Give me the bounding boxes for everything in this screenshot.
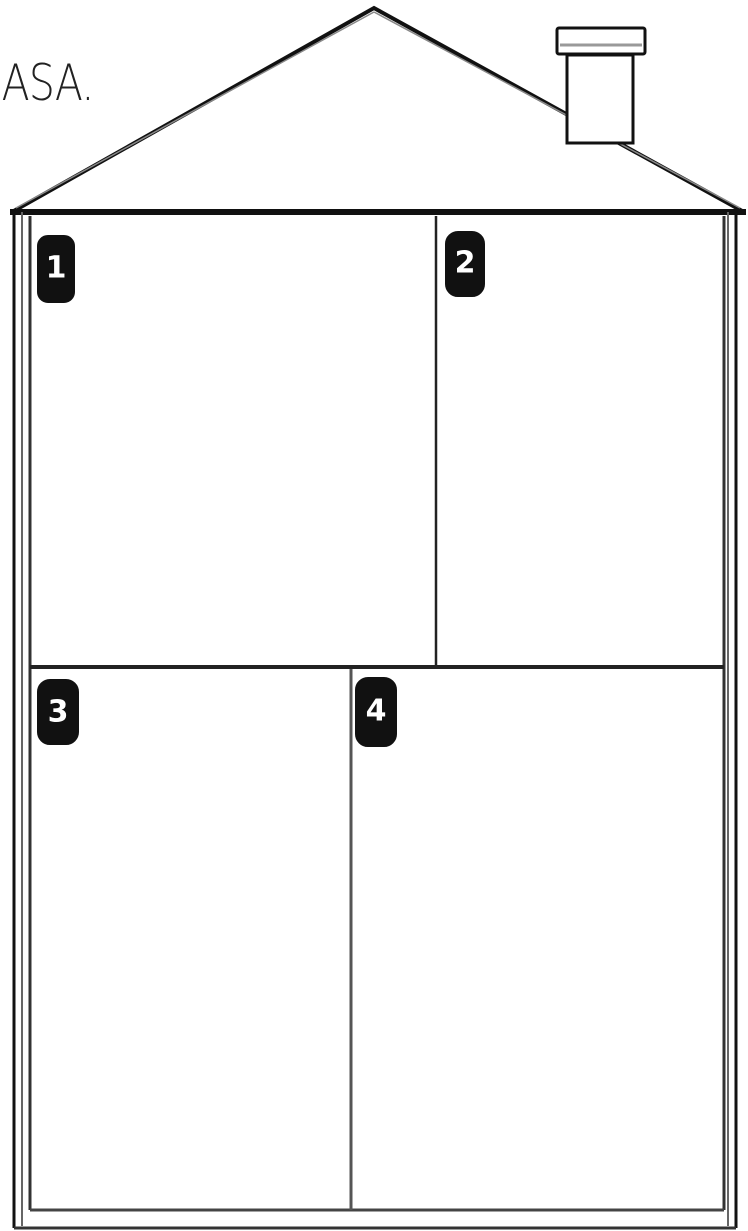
room-1-badge: 1 <box>38 236 74 302</box>
room-4-badge: 4 <box>356 678 396 746</box>
room-4: 4 <box>353 670 722 1208</box>
room-3-badge: 3 <box>38 680 78 744</box>
caption-text: ASA. <box>2 54 94 112</box>
room-2-number: 2 <box>455 246 476 281</box>
room-2: 2 <box>438 218 722 665</box>
room-4-number: 4 <box>366 694 387 729</box>
room-3-number: 3 <box>48 695 69 730</box>
room-1-number: 1 <box>46 251 67 286</box>
room-1: 1 <box>32 218 434 665</box>
room-2-badge: 2 <box>446 232 484 296</box>
room-3: 3 <box>32 670 349 1208</box>
chimney <box>557 28 645 143</box>
